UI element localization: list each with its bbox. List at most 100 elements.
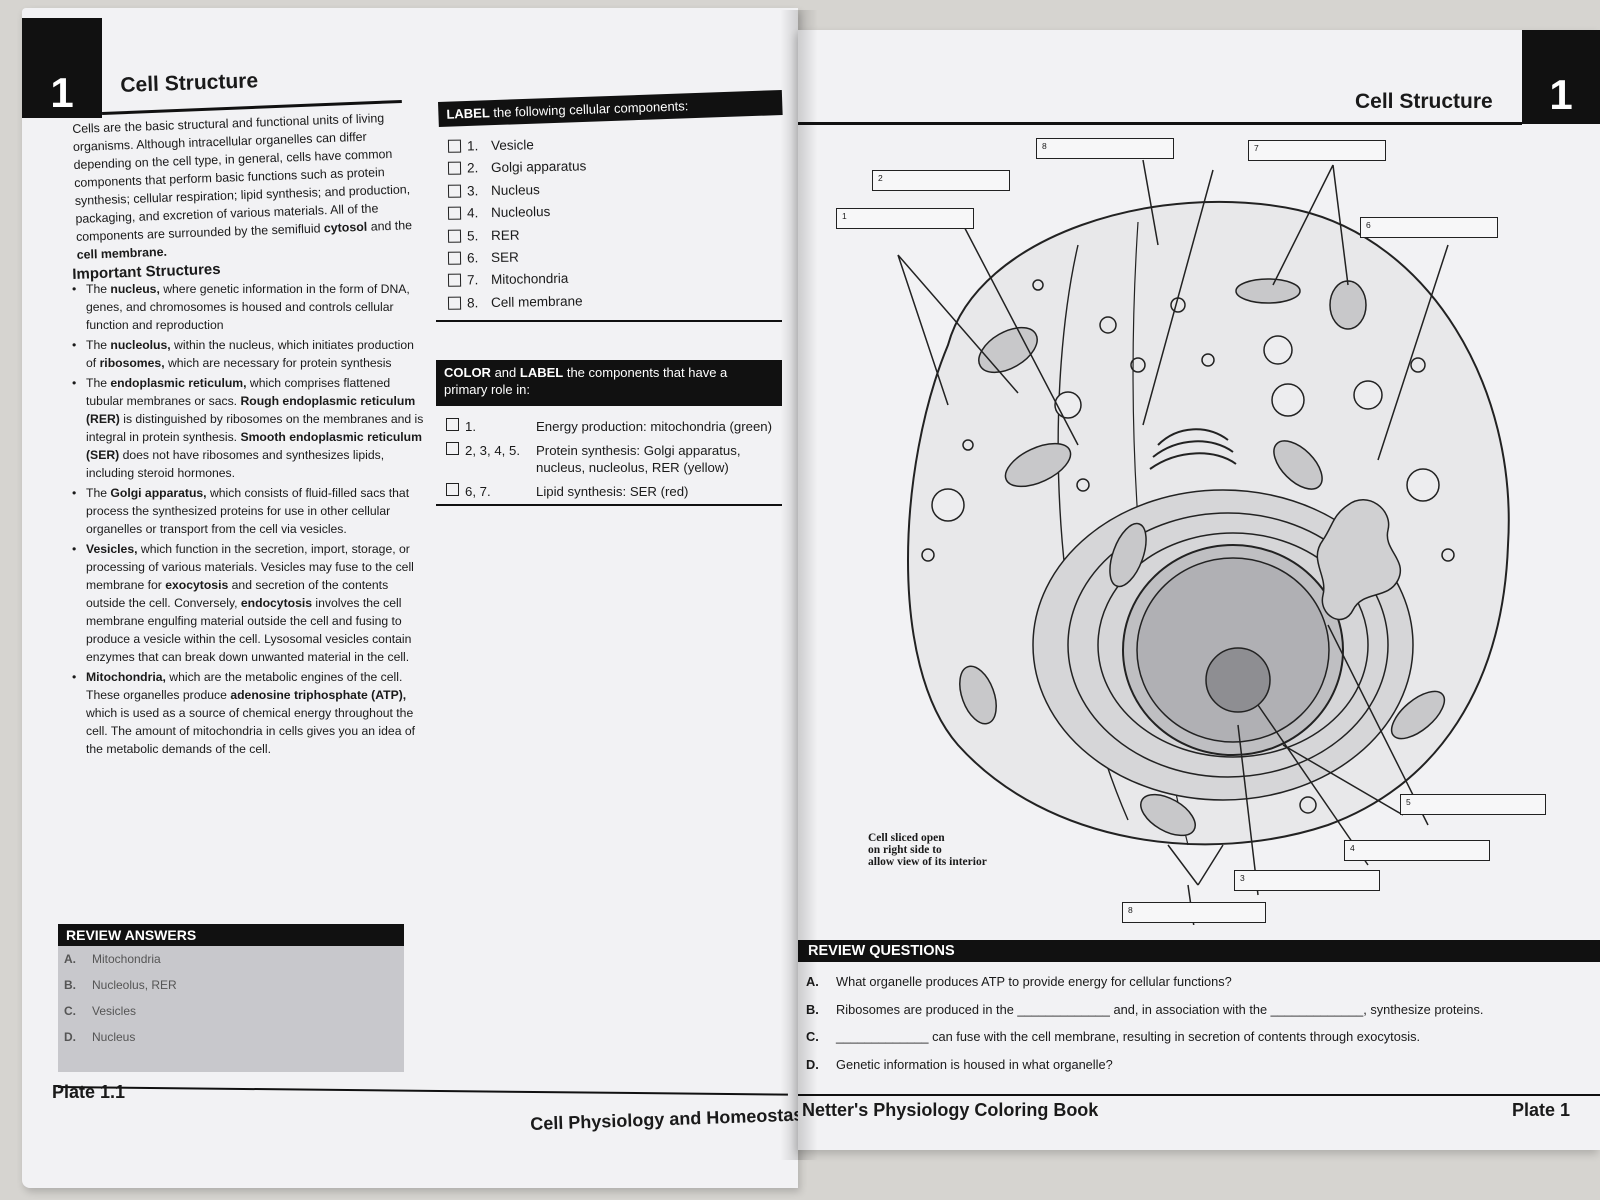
review-question: A.What organelle produces ATP to provide… <box>806 968 1483 996</box>
label-box-header: LABEL the following cellular components: <box>438 89 783 127</box>
text-run: which consists of fluid-filled sacs that… <box>86 486 410 536</box>
color-item-text: Protein synthesis: Golgi apparatus, nucl… <box>536 443 741 475</box>
diagram-label-box-1[interactable]: 1 <box>836 208 974 229</box>
bold-term: exocytosis <box>165 578 229 592</box>
label-item-text: Cell membrane <box>490 292 583 310</box>
text-run: The <box>86 486 111 500</box>
bold-term: endocytosis <box>240 596 313 610</box>
structure-item: The nucleolus, within the nucleus, which… <box>72 336 427 372</box>
diagram-label-box-4[interactable]: 4 <box>1344 840 1490 861</box>
label-item-text: Nucleus <box>490 181 540 198</box>
answer-text: Vesicles <box>92 1004 137 1018</box>
bold-term: ribosomes, <box>99 356 165 370</box>
bold-term: adenosine triphosphate (ATP), <box>230 688 407 702</box>
text-run: which are necessary for protein synthesi… <box>164 356 392 370</box>
label-item-text: Nucleolus <box>490 203 551 220</box>
label-item-number: 5. <box>466 227 479 243</box>
text-run: which function in the secretion, import,… <box>86 542 414 592</box>
structure-item: Vesicles, which function in the secretio… <box>72 540 427 666</box>
text-run: where genetic information in the form of… <box>86 282 410 332</box>
label-item-text: SER <box>490 249 519 265</box>
structure-item: The nucleus, where genetic information i… <box>72 280 427 334</box>
review-answer: D. Nucleus <box>64 1030 177 1056</box>
label-item-text: Golgi apparatus <box>490 158 587 176</box>
text-run: The <box>86 376 111 390</box>
label-item-number: 6. <box>466 249 479 266</box>
question-text: _____________ can fuse with the cell mem… <box>836 1029 1421 1045</box>
color-item-number: 1. <box>465 419 476 434</box>
label-item-number: 1. <box>466 137 479 154</box>
color-item: 2, 3, 4, 5. Protein synthesis: Golgi appa… <box>446 442 786 476</box>
footer-rule <box>57 1086 788 1096</box>
question-text: Genetic information is housed in what or… <box>836 1056 1113 1072</box>
diagram-label-box-5[interactable]: 5 <box>1400 794 1546 815</box>
color-box-head-mid: and <box>490 365 520 380</box>
answer-letter: D. <box>64 1030 76 1044</box>
review-answer: C.Vesicles <box>64 1004 177 1030</box>
color-box-head-bold-1: COLOR <box>444 365 491 380</box>
caption-line: allow view of its interior <box>868 856 987 868</box>
checkbox[interactable] <box>447 139 462 153</box>
diagram-label-box-8-top[interactable]: 8 <box>1036 138 1174 159</box>
chapter-number-badge: 1 <box>22 18 102 118</box>
color-item-number: 2, 3, 4, 5. <box>465 443 520 458</box>
diagram-label-box-2[interactable]: 2 <box>872 170 1010 191</box>
diagram-label-box-7[interactable]: 7 <box>1248 140 1386 161</box>
diagram-label-box-6[interactable]: 6 <box>1360 217 1498 238</box>
chapter-title: Cell Structure <box>120 69 259 97</box>
question-letter: B. <box>806 1001 819 1017</box>
bold-term: cytosol <box>323 219 368 236</box>
checkbox[interactable] <box>447 295 462 310</box>
color-item-text: Energy production: mitochondria (green) <box>536 419 773 434</box>
checkbox[interactable] <box>447 273 462 287</box>
label-item-number: 4. <box>466 205 479 221</box>
question-letter: C. <box>806 1029 819 1045</box>
answer-text: Nucleus <box>92 1030 136 1044</box>
text-run: and secretion of the contents outside th… <box>86 578 389 610</box>
footer-book-title: Netter's Physiology Coloring Book <box>802 1100 1099 1120</box>
label-item-text: RER <box>490 226 520 243</box>
color-box-bottom-rule <box>436 504 782 506</box>
checkbox[interactable] <box>447 161 462 175</box>
checkbox[interactable] <box>447 184 462 198</box>
text-run: which are the metabolic engines of the c… <box>86 670 403 702</box>
review-answer: B.Nucleolus, RER <box>64 978 177 1004</box>
label-box-bottom-rule <box>436 320 782 322</box>
label-item-number: 8. <box>466 294 479 310</box>
color-box-header: COLOR and LABEL the components that have… <box>436 360 782 406</box>
bold-term: Vesicles, <box>86 542 138 556</box>
review-questions-heading: REVIEW QUESTIONS <box>798 940 1600 962</box>
footer-plate-number: Plate 1.1 <box>52 1082 126 1102</box>
text-run: The <box>86 338 111 352</box>
checkbox[interactable] <box>447 206 462 220</box>
text-run: The <box>86 282 111 296</box>
label-item-number: 3. <box>466 182 479 198</box>
color-item-number: 6, 7. <box>465 484 491 499</box>
checkbox[interactable] <box>447 251 462 265</box>
review-question: B.Ribosomes are produced in the ________… <box>806 996 1483 1024</box>
checkbox[interactable] <box>446 483 459 496</box>
checkbox[interactable] <box>447 228 462 243</box>
bold-term: nucleolus, <box>110 338 171 352</box>
color-item: 1. Energy production: mitochondria (green… <box>446 418 786 435</box>
color-checklist: 1. Energy production: mitochondria (green… <box>446 418 786 507</box>
bold-term: cell membrane. <box>76 244 168 262</box>
right-page: Cell Structure 1 <box>798 30 1600 1150</box>
right-footer-rule <box>798 1094 1600 1096</box>
answer-letter: A. <box>64 952 76 966</box>
diagram-label-box-3[interactable]: 3 <box>1234 870 1380 891</box>
diagram-label-box-8-bottom[interactable]: 8 <box>1122 902 1266 923</box>
checkbox[interactable] <box>446 418 459 431</box>
right-header-rule <box>798 122 1522 125</box>
label-item-text: Mitochondria <box>490 270 569 288</box>
label-box-head-bold: LABEL <box>446 105 491 122</box>
bold-term: Rough endoplasmic reticulum (RER) <box>86 394 416 426</box>
color-box-head-rest: the components that have a primary role … <box>444 365 728 397</box>
bold-term: nucleus, <box>110 282 160 296</box>
review-question: C. _____________ can fuse with the cell m… <box>806 1023 1483 1051</box>
text-run: and the <box>367 218 413 234</box>
review-question: D.Genetic information is housed in what … <box>806 1051 1483 1079</box>
checkbox[interactable] <box>446 442 459 455</box>
